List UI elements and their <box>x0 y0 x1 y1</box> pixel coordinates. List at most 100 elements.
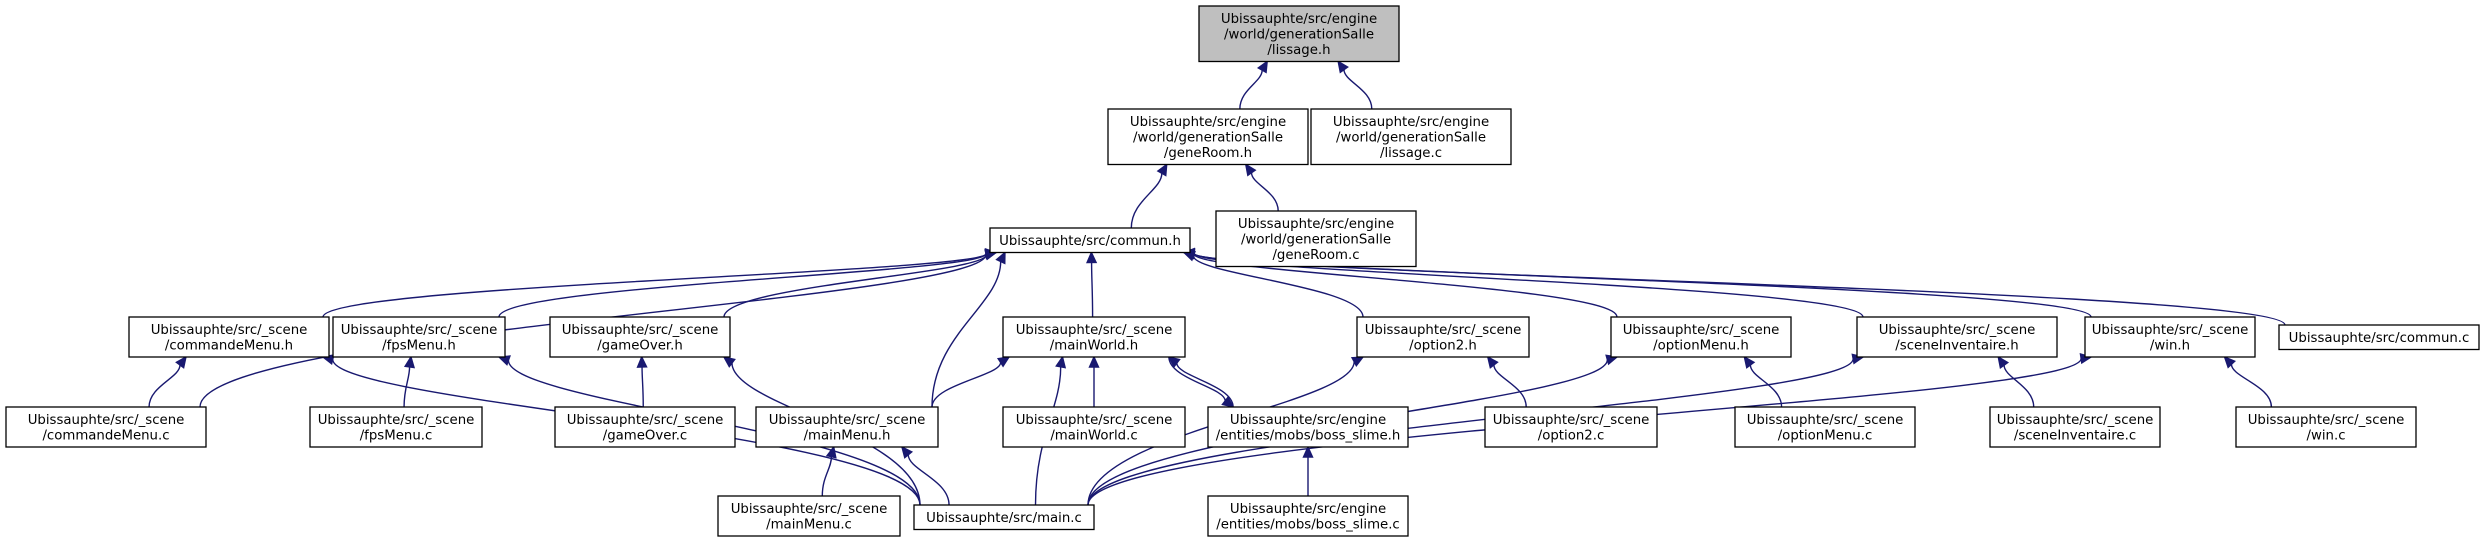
node-box <box>1002 406 1186 448</box>
node-box <box>1002 316 1186 358</box>
node-box <box>549 316 731 358</box>
node-label-line: Ubissauphte/src/_scene <box>28 413 185 428</box>
edge-geneRoom_h-to-lissage_h <box>1239 70 1263 110</box>
edge-lissage_c-to-lissage_h <box>1343 69 1373 110</box>
edge-arrowhead <box>825 445 837 459</box>
node-box <box>1856 316 2058 358</box>
edge-fpsMenu_h-to-commun_h <box>498 253 987 318</box>
node-option2-c[interactable]: Ubissauphte/src/_scene/option2.c <box>1484 406 1658 448</box>
edge-arrowhead <box>1997 355 2010 369</box>
edge-arrowhead <box>2223 355 2236 369</box>
node-label-line: /win.c <box>2306 429 2345 444</box>
node-fpsMenu-h[interactable]: Ubissauphte/src/_scene/fpsMenu.h <box>332 316 506 358</box>
node-optionMenu-h[interactable]: Ubissauphte/src/_scene/optionMenu.h <box>1610 316 1792 358</box>
node-box <box>2084 316 2256 358</box>
edge-mainMenu_c-to-mainMenu_h <box>821 456 833 497</box>
node-label-line: Ubissauphte/src/engine <box>1130 115 1286 130</box>
edge-arrowhead <box>722 355 736 368</box>
node-commun-c[interactable]: Ubissauphte/src/commun.c <box>2278 324 2480 351</box>
node-label-line: Ubissauphte/src/_scene <box>567 413 724 428</box>
node-gameOver-h[interactable]: Ubissauphte/src/_scene/gameOver.h <box>549 316 731 358</box>
edge-arrowhead <box>1244 163 1257 177</box>
edge-optionMenu_c-to-optionMenu_h <box>1749 364 1783 408</box>
node-lissage-h[interactable]: Ubissauphte/src/engine/world/generationS… <box>1198 5 1400 63</box>
edge-main_c-to-mainMenu_h <box>907 454 950 506</box>
node-box <box>755 406 939 448</box>
node-win-c[interactable]: Ubissauphte/src/_scene/win.c <box>2235 406 2417 448</box>
node-label-line: Ubissauphte/src/engine <box>1230 502 1386 517</box>
node-box <box>128 316 330 358</box>
node-box <box>1989 406 2161 448</box>
node-label-line: Ubissauphte/src/commun.c <box>2289 331 2470 346</box>
node-label-line: Ubissauphte/src/_scene <box>318 413 475 428</box>
node-box <box>332 316 506 358</box>
node-gameOver-c[interactable]: Ubissauphte/src/_scene/gameOver.c <box>554 406 736 448</box>
node-boss-slime-c[interactable]: Ubissauphte/src/engine/entities/mobs/bos… <box>1207 495 1409 537</box>
node-mainMenu-c[interactable]: Ubissauphte/src/_scene/mainMenu.c <box>717 495 901 537</box>
node-label-line: Ubissauphte/src/_scene <box>1879 323 2036 338</box>
node-label-line: /fpsMenu.h <box>382 339 456 354</box>
node-box <box>913 504 1095 531</box>
edge-commun_h-to-geneRoom_h <box>1130 173 1163 229</box>
node-sceneInventaire-c[interactable]: Ubissauphte/src/_scene/sceneInventaire.c <box>1989 406 2161 448</box>
node-label-line: /world/generationSalle <box>1133 131 1283 146</box>
edge-sceneInventaire_c-to-sceneInventaire_h <box>2003 365 2035 408</box>
node-commandeMenu-c[interactable]: Ubissauphte/src/_scene/commandeMenu.c <box>5 406 207 448</box>
node-fpsMenu-c[interactable]: Ubissauphte/src/_scene/fpsMenu.c <box>309 406 483 448</box>
edge-optionMenu_h-to-commun_h <box>1193 253 1618 318</box>
node-commun-h[interactable]: Ubissauphte/src/commun.h <box>989 227 1191 254</box>
node-lissage-c[interactable]: Ubissauphte/src/engine/world/generationS… <box>1310 108 1512 166</box>
node-mainMenu-h[interactable]: Ubissauphte/src/_scene/mainMenu.h <box>755 406 939 448</box>
node-label-line: /commandeMenu.h <box>165 339 293 354</box>
node-label-line: Ubissauphte/src/_scene <box>1365 323 1522 338</box>
node-mainWorld-h[interactable]: Ubissauphte/src/_scene/mainWorld.h <box>1002 316 1186 358</box>
node-box <box>554 406 736 448</box>
node-label-line: Ubissauphte/src/_scene <box>562 323 719 338</box>
node-label-line: Ubissauphte/src/_scene <box>731 502 888 517</box>
edge-commandeMenu_c-to-commandeMenu_h <box>148 364 181 408</box>
node-commandeMenu-h[interactable]: Ubissauphte/src/_scene/commandeMenu.h <box>128 316 330 358</box>
node-geneRoom-h[interactable]: Ubissauphte/src/engine/world/generationS… <box>1107 108 1309 166</box>
node-main-c[interactable]: Ubissauphte/src/main.c <box>913 504 1095 531</box>
edge-option2_c-to-option2_h <box>1493 364 1527 408</box>
node-label-line: /geneRoom.h <box>1164 146 1252 161</box>
edge-arrowhead <box>1086 250 1098 264</box>
node-mainWorld-c[interactable]: Ubissauphte/src/_scene/mainWorld.c <box>1002 406 1186 448</box>
node-label-line: Ubissauphte/src/engine <box>1238 217 1394 232</box>
node-geneRoom-c[interactable]: Ubissauphte/src/engine/world/generationS… <box>1215 210 1417 268</box>
edge-arrowhead <box>636 355 648 368</box>
node-label-line: Ubissauphte/src/main.c <box>926 511 1082 526</box>
edge-arrowhead <box>1167 355 1181 368</box>
node-label-line: Ubissauphte/src/_scene <box>1016 413 1173 428</box>
node-label-line: /sceneInventaire.c <box>2014 429 2136 444</box>
node-label-line: /optionMenu.h <box>1653 339 1749 354</box>
edge-mainWorld_h-to-commun_h <box>1090 262 1094 318</box>
edge-boss_slime_h-to-mainWorld_h <box>1176 362 1234 408</box>
node-label-line: /world/generationSalle <box>1336 131 1486 146</box>
node-label-line: Ubissauphte/src/_scene <box>2092 323 2249 338</box>
edge-arrowhead <box>996 356 1011 368</box>
node-box <box>1107 108 1309 166</box>
edge-arrowhead <box>1156 163 1168 177</box>
edge-arrowhead <box>1486 355 1499 369</box>
edge-gameOver_h-to-commun_h <box>723 254 987 318</box>
node-box <box>1207 406 1409 448</box>
node-label-line: /mainMenu.c <box>766 518 852 533</box>
node-boss-slime-h[interactable]: Ubissauphte/src/engine/entities/mobs/bos… <box>1207 406 1409 448</box>
edge-commandeMenu_h-to-commun_h <box>322 252 987 318</box>
edge-arrowhead <box>1743 355 1756 369</box>
node-option2-h[interactable]: Ubissauphte/src/_scene/option2.h <box>1356 316 1530 358</box>
node-label-line: Ubissauphte/src/_scene <box>341 323 498 338</box>
node-label-line: /win.h <box>2150 339 2190 354</box>
edge-geneRoom_c-to-geneRoom_h <box>1250 172 1279 212</box>
edge-mainMenu_h-to-mainWorld_h <box>931 362 1002 408</box>
node-label-line: Ubissauphte/src/_scene <box>1623 323 1780 338</box>
node-optionMenu-c[interactable]: Ubissauphte/src/_scene/optionMenu.c <box>1734 406 1916 448</box>
node-sceneInventaire-h[interactable]: Ubissauphte/src/_scene/sceneInventaire.h <box>1856 316 2058 358</box>
edge-arrowhead <box>1055 355 1067 369</box>
node-box <box>1356 316 1530 358</box>
node-box <box>2235 406 2417 448</box>
node-win-h[interactable]: Ubissauphte/src/_scene/win.h <box>2084 316 2256 358</box>
node-label-line: /entities/mobs/boss_slime.h <box>1216 429 1401 444</box>
node-label-line: /sceneInventaire.h <box>1895 339 2018 354</box>
